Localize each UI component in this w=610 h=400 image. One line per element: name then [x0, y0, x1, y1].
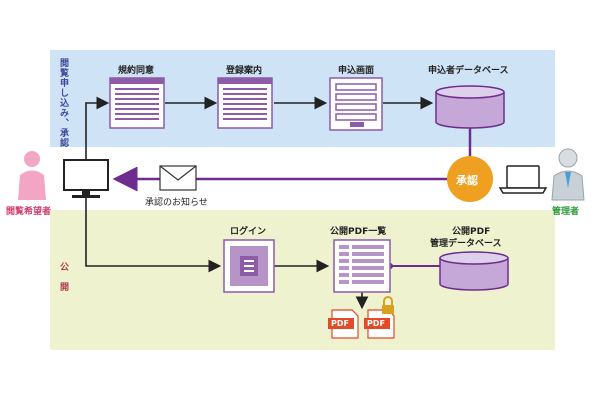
notification-label: 承認のお知らせ	[145, 198, 208, 208]
requester-person-icon	[18, 151, 46, 200]
section-publication-title: 公 開	[58, 262, 68, 292]
terms-document-icon	[109, 77, 165, 129]
login-screen-icon	[223, 239, 275, 293]
laptop-icon	[498, 165, 548, 194]
step-registration-label: 登録案内	[226, 66, 263, 76]
flow-pc-to-terms	[85, 96, 110, 160]
admin-label: 管理者	[552, 207, 580, 217]
step-applicant-db-label: 申込者データベース	[428, 66, 509, 76]
lock-icon	[382, 296, 394, 314]
pdf-file-icon	[328, 309, 359, 339]
step-terms-label: 規約同意	[118, 66, 155, 76]
section-application-title: 閲覧申し込み、承認	[58, 58, 68, 148]
pdf-db-label-line2: 管理データベース	[430, 239, 502, 249]
pdf-database-icon	[439, 251, 509, 291]
applicant-database-icon	[435, 85, 505, 129]
envelope-icon	[159, 165, 197, 191]
pdf-db-label-line1: 公開PDF	[452, 227, 491, 237]
pdf-list-icon	[333, 239, 391, 293]
computer-icon	[63, 159, 109, 198]
step-login-label: ログイン	[230, 227, 267, 237]
approval-label: 承認	[456, 174, 478, 187]
requester-label: 閲覧希望者	[6, 207, 52, 217]
approval-circle	[447, 156, 493, 202]
pdf-locked-file-label: PDF	[367, 319, 385, 328]
registration-document-icon	[217, 77, 273, 129]
admin-person-icon	[551, 148, 585, 201]
application-form-icon	[329, 77, 383, 131]
step-application-form-label: 申込画面	[338, 66, 375, 76]
pdf-file-label: PDF	[331, 319, 349, 328]
flow-pc-to-login	[85, 198, 222, 273]
step-pdf-list-label: 公開PDF一覧	[330, 227, 387, 237]
